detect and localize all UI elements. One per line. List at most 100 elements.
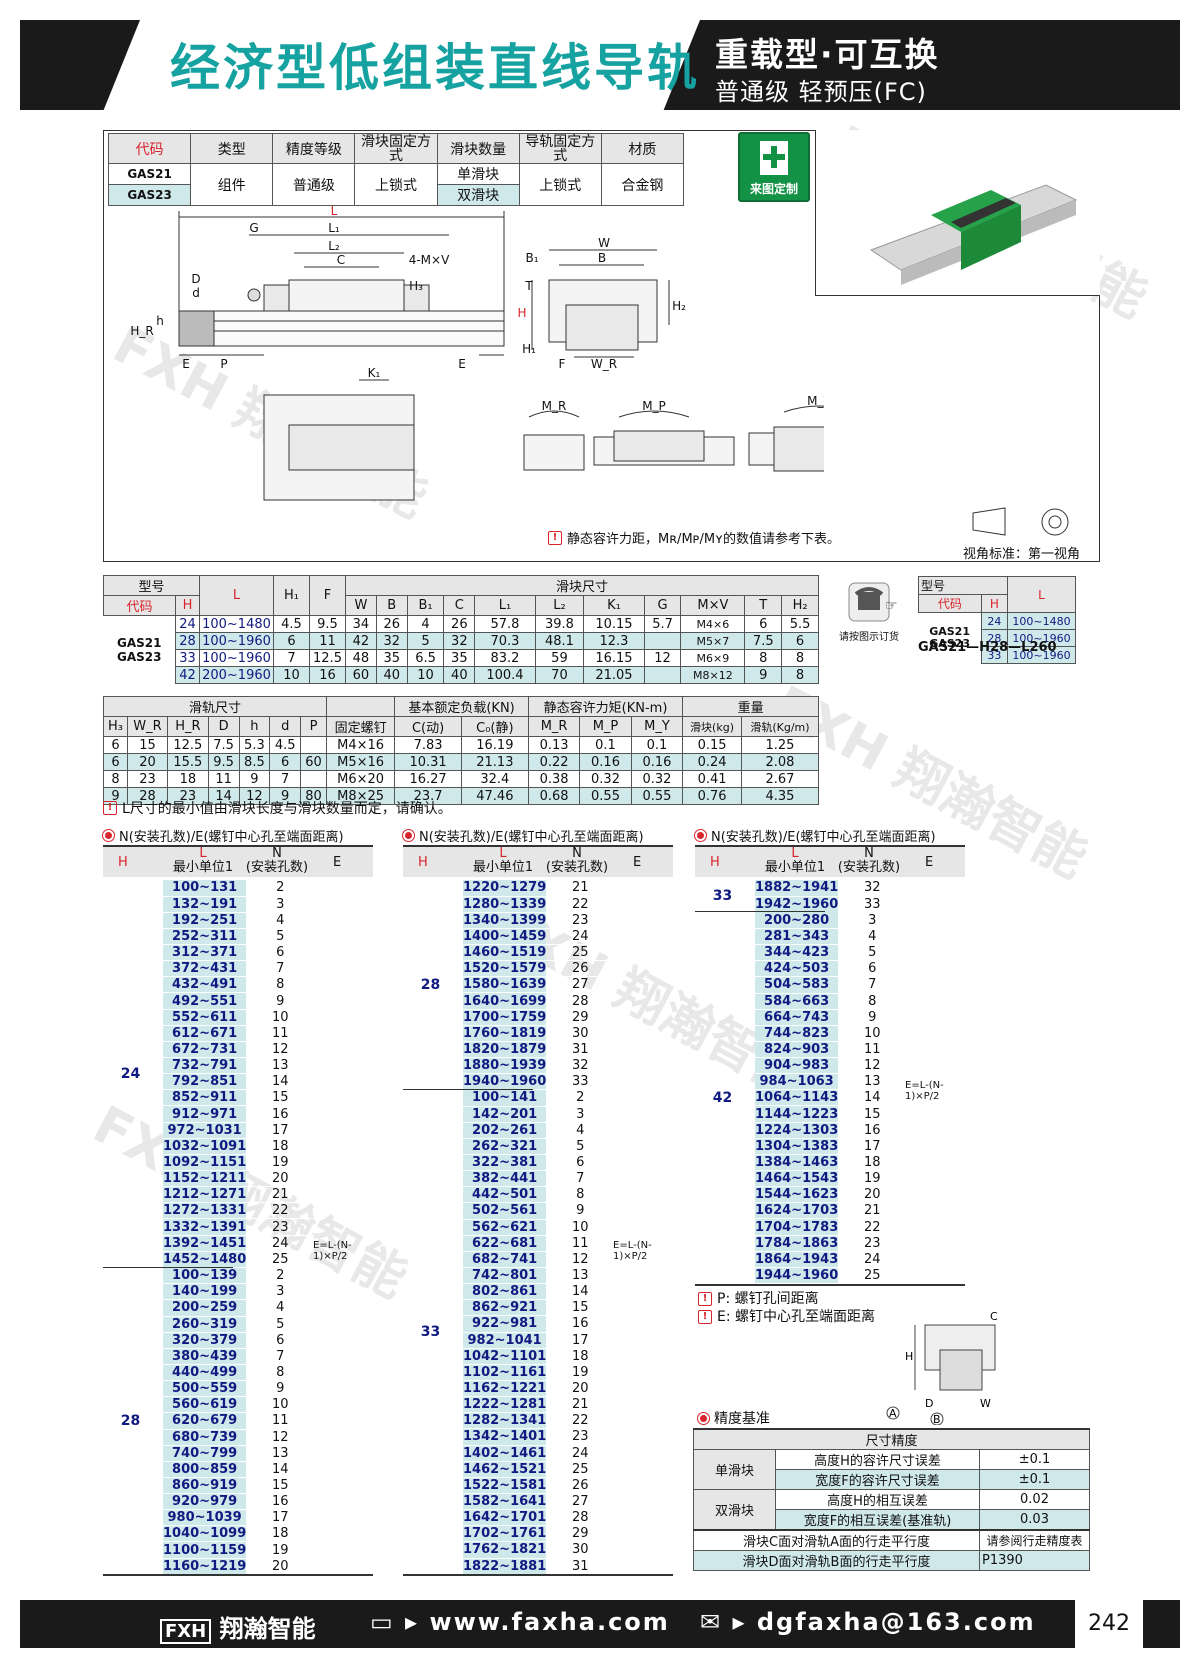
hole-count: 21 bbox=[546, 880, 615, 897]
hole-count: 20 bbox=[246, 1170, 315, 1188]
n-group-h: 28 bbox=[420, 976, 441, 993]
length-range: 1152~1211 bbox=[163, 1170, 247, 1188]
col-header: h bbox=[238, 716, 271, 737]
page-header: 经济型低组装直线导轨 重载型·可互换 普通级 轻预压(FC) bbox=[20, 20, 1180, 110]
hole-count: 4 bbox=[246, 912, 315, 929]
hole-count: 15 bbox=[246, 1089, 315, 1107]
svg-text:C: C bbox=[337, 253, 345, 267]
hole-count: 33 bbox=[838, 896, 907, 913]
length-range: 442~501 bbox=[463, 1186, 547, 1204]
website-link[interactable]: ▭ ▸ www.faxha.com bbox=[370, 1608, 670, 1636]
hole-count: 19 bbox=[838, 1170, 907, 1188]
hole-count: 16 bbox=[838, 1122, 907, 1139]
table-cell: 0.15 bbox=[682, 736, 742, 754]
hole-count: 29 bbox=[546, 1009, 615, 1026]
table-cell: 0.32 bbox=[579, 770, 632, 788]
length-range: 1624~1703 bbox=[755, 1202, 839, 1220]
hole-count: 16 bbox=[246, 1105, 315, 1123]
n-group-h: 28 bbox=[120, 1413, 141, 1430]
table-cell: 200~1960 bbox=[199, 666, 274, 684]
hole-count: 20 bbox=[838, 1186, 907, 1204]
length-range: 1102~1161 bbox=[463, 1364, 547, 1381]
table-cell: 10.31 bbox=[394, 753, 462, 771]
hole-count: 5 bbox=[246, 928, 315, 946]
hole-count: 22 bbox=[246, 1202, 315, 1220]
length-range: 862~921 bbox=[463, 1299, 547, 1317]
bottom-rule bbox=[695, 1283, 965, 1286]
length-range: 1942~1960 bbox=[755, 896, 839, 913]
length-range: 1092~1151 bbox=[163, 1154, 247, 1172]
length-range: 742~801 bbox=[463, 1267, 547, 1285]
length-range: 1880~1939 bbox=[463, 1057, 547, 1075]
n-group-h: 33 bbox=[420, 1324, 441, 1341]
svg-text:M_P: M_P bbox=[642, 399, 666, 413]
svg-text:H_R: H_R bbox=[130, 324, 153, 338]
precision-table: 尺寸精度 单滑块高度H的容许尺寸误差±0.1 宽度F的容许尺寸误差±0.1 双滑… bbox=[693, 1428, 1090, 1571]
table-cell: 11 bbox=[207, 770, 240, 788]
table-cell bbox=[300, 736, 327, 754]
hole-count: 3 bbox=[246, 896, 315, 913]
table-cell: 42 bbox=[345, 632, 377, 650]
table-cell: 6 bbox=[273, 632, 310, 650]
custom-badge[interactable]: 来图定制 bbox=[738, 132, 810, 202]
table-cell: 15.5 bbox=[167, 753, 209, 771]
table-cell: 6 bbox=[103, 736, 128, 754]
n-section-title: N(安装孔数)/E(螺钉中心孔至端面距离) bbox=[695, 826, 936, 845]
warning-icon: ! bbox=[698, 1292, 712, 1306]
table-cell: M6×9 bbox=[680, 649, 746, 667]
hole-count: 5 bbox=[246, 1316, 315, 1333]
table-cell: 12 bbox=[238, 787, 271, 805]
table-cell: 12.5 bbox=[309, 649, 346, 667]
warning-icon: ! bbox=[698, 1310, 712, 1324]
pe-legend: !P: 螺钉孔间距离 !E: 螺钉中心孔至端面距离 bbox=[698, 1290, 875, 1326]
table-cell: 32.4 bbox=[460, 770, 529, 788]
table-cell: 100~1480 bbox=[199, 615, 274, 633]
table-cell: 34 bbox=[345, 615, 377, 633]
hole-count: 13 bbox=[246, 1057, 315, 1075]
email-link[interactable]: ✉ ▸ dgfaxha@163.com bbox=[700, 1608, 1036, 1636]
table-cell: 35 bbox=[443, 649, 476, 667]
table-cell: 4 bbox=[406, 615, 445, 633]
col-header: C bbox=[443, 595, 476, 616]
length-range: 424~503 bbox=[755, 960, 839, 978]
length-range: 1040~1099 bbox=[163, 1525, 247, 1543]
hole-count: 25 bbox=[838, 1267, 907, 1285]
table-cell: 20 bbox=[126, 753, 169, 771]
n-group-h: 42 bbox=[712, 1090, 733, 1107]
col-header: H₂ bbox=[781, 595, 819, 616]
phone-icon bbox=[848, 582, 890, 622]
hole-count: 25 bbox=[546, 944, 615, 962]
hole-count: 23 bbox=[546, 912, 615, 929]
length-range: 322~381 bbox=[463, 1154, 547, 1172]
length-range: 1762~1821 bbox=[463, 1541, 547, 1559]
length-range: 1332~1391 bbox=[163, 1218, 247, 1236]
hole-count: 14 bbox=[838, 1089, 907, 1107]
